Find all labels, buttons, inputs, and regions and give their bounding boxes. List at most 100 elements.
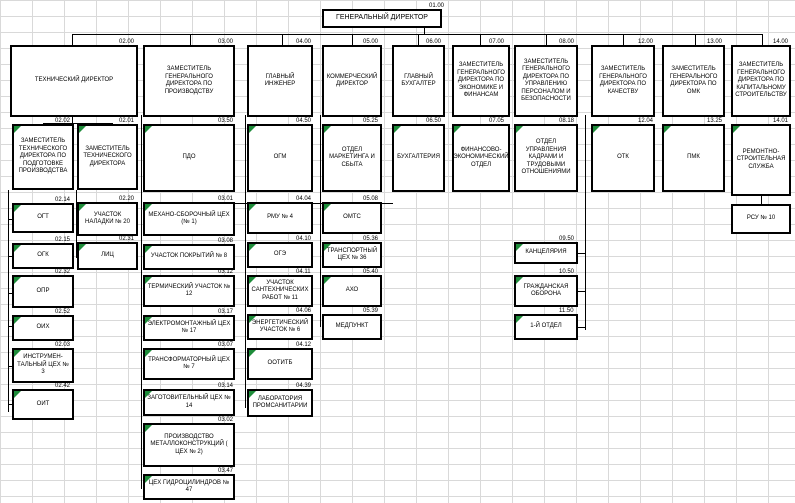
- tech-director-box[interactable]: ТЕХНИЧЕСКИЙ ДИРЕКТОР: [10, 45, 138, 117]
- energy-site-box[interactable]: ЭНЕРГЕТИЧЕСКИЙ УЧАСТОК № 6: [247, 314, 313, 340]
- connector: [72, 34, 762, 35]
- oih-box[interactable]: ОИХ: [12, 315, 74, 341]
- tool-shop-box[interactable]: ИНСТРУМЕН-ТАЛЬНЫЙ ЦЕХ № 3: [12, 348, 74, 383]
- econ-deputy-label: ЗАМЕСТИТЕЛЬ ГЕНЕРАЛЬНОГО ДИРЕКТОРА ПО ЭК…: [457, 62, 505, 99]
- connector: [8, 326, 13, 327]
- lab-box[interactable]: ЛАБОРАТОРИЯ ПРОМСАНИТАРИИ: [247, 389, 313, 417]
- quality-deputy-box[interactable]: ЗАМЕСТИТЕЛЬ ГЕНЕРАЛЬНОГО ДИРЕКТОРА ПО КА…: [591, 45, 655, 117]
- thermal-site-box[interactable]: ТЕРМИЧЕСКИЙ УЧАСТОК № 12: [143, 275, 235, 307]
- oit-box[interactable]: ОИТ: [12, 389, 74, 420]
- connector: [585, 115, 586, 330]
- pdo-box[interactable]: ПДО: [143, 124, 235, 192]
- finance-dept-box[interactable]: ФИНАНСОВО-ЭКОНОМИЧЕСКИЙ ОТДЕЛ: [452, 124, 510, 192]
- aho-box[interactable]: АХО: [322, 275, 382, 307]
- aho-code: 05.40: [363, 269, 379, 275]
- thermal-site-code: 03.12: [218, 269, 234, 275]
- medpunkt-box[interactable]: МЕДПУНКТ: [322, 314, 382, 340]
- prod-deputy-box[interactable]: ЗАМЕСТИТЕЛЬ ГЕНЕРАЛЬНОГО ДИРЕКТОРА ПО ПР…: [143, 45, 235, 117]
- ootitb-box[interactable]: ООТИТБ: [247, 348, 313, 380]
- cap-deputy-code: 14.00: [773, 39, 789, 45]
- cap-deputy-box[interactable]: ЗАМЕСТИТЕЛЬ ГЕНЕРАЛЬНОГО ДИРЕКТОРА ПО КА…: [731, 45, 791, 117]
- energy-site-label: ЭНЕРГЕТИЧЕСКИЙ УЧАСТОК № 6: [251, 319, 309, 334]
- repair-service-box[interactable]: РЕМОНТНО-СТРОИТЕЛЬНАЯ СЛУЖБА: [731, 124, 791, 196]
- connector: [8, 190, 9, 412]
- tech-prep-deputy-label: ЗАМЕСТИТЕЛЬ ТЕХНИЧЕСКОГО ДИРЕКТОРА ПО ПО…: [18, 138, 68, 175]
- connector: [141, 115, 142, 489]
- ogt-box[interactable]: ОГТ: [12, 203, 74, 233]
- plumbing-site-code: 04.11: [296, 269, 311, 275]
- plumbing-site-box[interactable]: УЧАСТОК САНТЕХНИЧЕСКИХ РАБОТ № 11: [247, 275, 313, 307]
- aho-label: АХО: [345, 287, 359, 294]
- hr-dept-box[interactable]: ОТДЕЛ УПРАВЛЕНИЯ КАДРАМИ И ТРУДОВЫМИ ОТН…: [514, 124, 578, 192]
- connector: [282, 34, 283, 46]
- transformer-shop-box[interactable]: ТРАНСФОРМАТОРНЫЙ ЦЕХ № 7: [143, 348, 235, 380]
- prod-deputy-label: ЗАМЕСТИТЕЛЬ ГЕНЕРАЛЬНОГО ДИРЕКТОРА ПО ПР…: [164, 66, 214, 95]
- tech-deputy-label: ЗАМЕСТИТЕЛЬ ТЕХНИЧЕСКОГО ДИРЕКТОРА: [83, 145, 132, 167]
- omk-deputy-box[interactable]: ЗАМЕСТИТЕЛЬ ГЕНЕРАЛЬНОГО ДИРЕКТОРА ПО ОМ…: [662, 45, 725, 117]
- civil-defense-label: ГРАЖДАНСКАЯ ОБОРОНА: [523, 283, 569, 298]
- oge-label: ОГЭ: [273, 251, 287, 258]
- otk-label: ОТК: [617, 154, 629, 161]
- pmk-box[interactable]: ПМК: [662, 124, 725, 192]
- chancellery-box[interactable]: КАНЦЕЛЯРИЯ: [514, 242, 578, 264]
- blank-shop-label: ЗАГОТОВИТЕЛЬНЫЙ ЦЕХ № 14: [147, 395, 231, 409]
- lic-box[interactable]: ЛИЦ: [77, 242, 138, 270]
- setup-site-box[interactable]: УЧАСТОК НАЛАДКИ № 20: [77, 202, 138, 236]
- transport-shop-box[interactable]: ТРАНСПОРТНЫЙ ЦЕХ № 36: [322, 242, 382, 268]
- thermal-site-label: ТЕРМИЧЕСКИЙ УЧАСТОК № 12: [147, 283, 231, 298]
- omts-box[interactable]: ОМТС: [322, 202, 382, 234]
- hydrocylinder-shop-label: ЦЕХ ГИДРОЦИЛИНДРОВ № 47: [148, 479, 230, 494]
- connector: [352, 34, 353, 46]
- transformer-shop-label: ТРАНСФОРМАТОРНЫЙ ЦЕХ № 7: [148, 356, 230, 371]
- metal-structures-code: 03.02: [218, 417, 234, 423]
- ogm-box[interactable]: ОГМ: [247, 124, 313, 192]
- hr-deputy-box[interactable]: ЗАМЕСТИТЕЛЬ ГЕНЕРАЛЬНОГО ДИРЕКТОРА ПО УП…: [514, 45, 578, 117]
- coating-site-code: 03.08: [218, 238, 234, 244]
- omk-deputy-label: ЗАМЕСТИТЕЛЬ ГЕНЕРАЛЬНОГО ДИРЕКТОРА ПО ОМ…: [669, 66, 718, 95]
- accounting-box[interactable]: БУХГАЛТЕРИЯ: [392, 124, 445, 192]
- chief-accountant-code: 06.00: [426, 39, 442, 45]
- oge-code: 04.10: [296, 236, 312, 242]
- plumbing-site-label: УЧАСТОК САНТЕХНИЧЕСКИХ РАБОТ № 11: [251, 279, 309, 301]
- assembly-shop-box[interactable]: МЕХАНО-СБОРОЧНЫЙ ЦЕХ (№ 1): [143, 202, 235, 236]
- tool-shop-label: ИНСТРУМЕН-ТАЛЬНЫЙ ЦЕХ № 3: [17, 354, 69, 376]
- tech-deputy-box[interactable]: ЗАМЕСТИТЕЛЬ ТЕХНИЧЕСКОГО ДИРЕКТОРА: [77, 124, 138, 190]
- chief-engineer-code: 04.00: [296, 39, 312, 45]
- econ-deputy-code: 07.00: [489, 39, 505, 45]
- finance-dept-label: ФИНАНСОВО-ЭКОНОМИЧЕСКИЙ ОТДЕЛ: [453, 146, 509, 168]
- connector: [8, 256, 13, 257]
- metal-structures-box[interactable]: ПРОИЗВОДСТВО МЕТАЛЛОКОНСТРУКЦИЙ ( ЦЕХ № …: [143, 423, 235, 467]
- chief-accountant-box[interactable]: ГЛАВНЫЙ БУХГАЛТЕР: [392, 45, 445, 117]
- commercial-director-box[interactable]: КОММЕРЧЕСКИЙ ДИРЕКТОР: [322, 45, 382, 117]
- ootitb-code: 04.12: [296, 342, 312, 348]
- assembly-shop-code: 03.01: [218, 196, 234, 202]
- oih-code: 02.52: [55, 309, 71, 315]
- oge-box[interactable]: ОГЭ: [247, 242, 313, 268]
- general-director-box[interactable]: ГЕНЕРАЛЬНЫЙ ДИРЕКТОР: [322, 9, 442, 28]
- rmu-box[interactable]: РМУ № 4: [247, 202, 313, 234]
- ogk-box[interactable]: ОГК: [12, 243, 74, 269]
- opr-box[interactable]: ОПР: [12, 275, 74, 308]
- omts-code: 05.08: [363, 196, 379, 202]
- ootitb-label: ООТИТБ: [267, 360, 293, 367]
- tech-prep-deputy-box[interactable]: ЗАМЕСТИТЕЛЬ ТЕХНИЧЕСКОГО ДИРЕКТОРА ПО ПО…: [12, 124, 74, 190]
- first-dept-box[interactable]: 1-Й ОТДЕЛ: [514, 314, 578, 340]
- marketing-box[interactable]: ОТДЕЛ МАРКЕТИНГА И СБЫТА: [322, 124, 382, 192]
- blank-shop-box[interactable]: ЗАГОТОВИТЕЛЬНЫЙ ЦЕХ № 14: [143, 389, 235, 416]
- commercial-director-label: КОММЕРЧЕСКИЙ ДИРЕКТОР: [326, 73, 378, 88]
- rsu-box[interactable]: РСУ № 10: [731, 204, 791, 234]
- hydrocylinder-shop-box[interactable]: ЦЕХ ГИДРОЦИЛИНДРОВ № 47: [143, 474, 235, 500]
- econ-deputy-box[interactable]: ЗАМЕСТИТЕЛЬ ГЕНЕРАЛЬНОГО ДИРЕКТОРА ПО ЭК…: [452, 45, 510, 117]
- electrical-shop-box[interactable]: ЭЛЕКТРОМОНТАЖНЫЙ ЦЕХ № 17: [143, 315, 235, 341]
- coating-site-box[interactable]: УЧАСТОК ПОКРЫТИЙ № 8: [143, 244, 235, 270]
- setup-site-label: УЧАСТОК НАЛАДКИ № 20: [85, 211, 130, 226]
- first-dept-code: 11.50: [559, 308, 574, 314]
- lic-label: ЛИЦ: [101, 252, 114, 259]
- otk-box[interactable]: ОТК: [591, 124, 655, 192]
- chief-engineer-box[interactable]: ГЛАВНЫЙ ИНЖЕНЕР: [247, 45, 313, 117]
- pdo-label: ПДО: [182, 154, 196, 161]
- otk-code: 12.04: [638, 118, 654, 124]
- first-dept-label: 1-Й ОТДЕЛ: [530, 323, 562, 330]
- civil-defense-box[interactable]: ГРАЖДАНСКАЯ ОБОРОНА: [514, 275, 578, 307]
- accounting-code: 06.50: [426, 118, 442, 124]
